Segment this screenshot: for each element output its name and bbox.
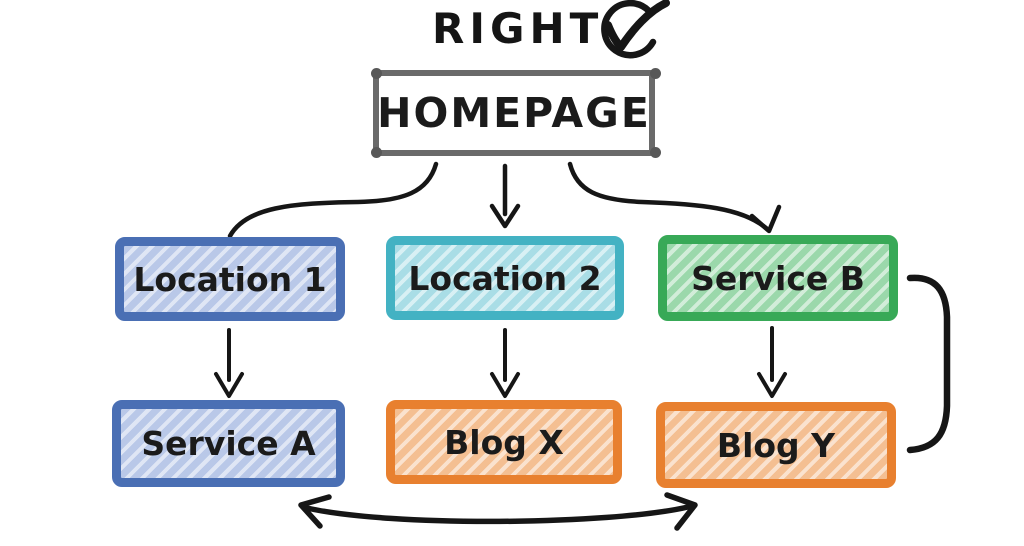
- edge-location1-serviceA: [214, 328, 244, 398]
- edge-serviceB-blogY-bracket: [906, 274, 951, 454]
- node-blog-y: Blog Y: [656, 402, 896, 488]
- node-service-a: Service A: [112, 400, 345, 487]
- hatch-texture: [124, 246, 336, 312]
- edge-homepage-location1: [227, 161, 439, 239]
- node-location-1: Location 1: [115, 237, 345, 321]
- node-homepage: HOMEPAGE: [371, 68, 655, 158]
- node-service-a-label: Service A: [141, 424, 316, 463]
- node-service-b: Service B: [658, 235, 898, 321]
- hatch-texture: [665, 411, 887, 479]
- node-blog-x-label: Blog X: [444, 422, 564, 462]
- hatch-texture: [121, 409, 336, 478]
- hatch-texture: [667, 244, 889, 312]
- check-circle-icon: [601, 0, 670, 59]
- edge-serviceA-blogY-double-arrow: [298, 492, 698, 531]
- edge-serviceB-blogY: [757, 326, 787, 398]
- node-blog-x: Blog X: [386, 400, 622, 484]
- node-location-1-label: Location 1: [133, 259, 327, 299]
- edge-homepage-serviceB: [567, 161, 782, 234]
- edge-location2-blogX: [490, 328, 520, 398]
- node-homepage-label: HOMEPAGE: [377, 89, 651, 137]
- node-location-2-label: Location 2: [408, 258, 602, 298]
- diagram-heading: RIGHT: [432, 4, 604, 53]
- node-service-b-label: Service B: [691, 258, 865, 298]
- node-location-2: Location 2: [386, 236, 624, 320]
- hatch-texture: [395, 245, 615, 311]
- hatch-texture: [395, 409, 613, 475]
- node-blog-y-label: Blog Y: [716, 425, 836, 465]
- edge-homepage-location2: [489, 163, 521, 229]
